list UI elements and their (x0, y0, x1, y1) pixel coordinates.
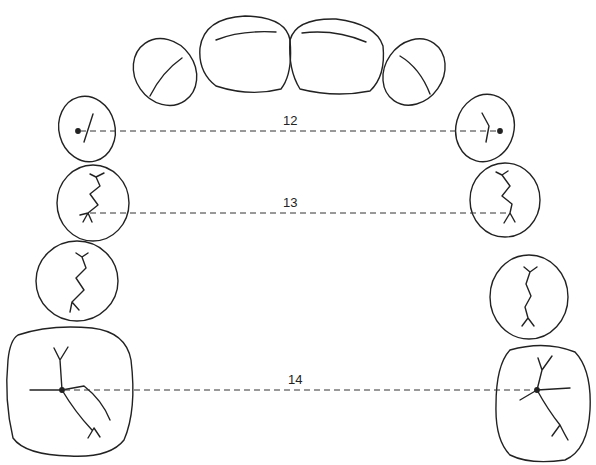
central-groove (496, 171, 515, 223)
first-molar (496, 345, 590, 461)
central-groove (522, 267, 537, 326)
molar-groove (30, 347, 110, 438)
dimension-line (64, 390, 535, 391)
central-groove (80, 173, 104, 222)
lateral-incisor (370, 27, 458, 118)
molar-groove (520, 356, 570, 440)
first-molar (7, 327, 133, 456)
dimension-label: 12 (281, 114, 299, 128)
dimension-line (90, 213, 508, 214)
central-pit (60, 388, 64, 392)
central-incisor (290, 19, 384, 94)
canine (51, 90, 122, 168)
first-premolar (470, 163, 540, 237)
canine (448, 88, 522, 169)
cusp-tip (498, 129, 502, 133)
lateral-incisor (120, 26, 209, 118)
cusp-ridge (482, 113, 489, 142)
incisal-edge (150, 58, 182, 96)
dimension-label: 13 (281, 196, 299, 210)
central-pit (535, 388, 539, 392)
cusp-tip (76, 129, 80, 133)
second-premolar (36, 241, 118, 321)
central-incisor (200, 16, 291, 92)
cusp-ridge (84, 114, 93, 142)
first-premolar (57, 165, 129, 241)
dimension-label: 14 (286, 373, 304, 387)
incisal-edge (302, 32, 366, 42)
incisal-edge (400, 56, 430, 94)
incisal-edge (216, 32, 276, 40)
second-premolar (490, 255, 568, 339)
central-groove (70, 253, 88, 312)
dimension-line (80, 131, 498, 132)
